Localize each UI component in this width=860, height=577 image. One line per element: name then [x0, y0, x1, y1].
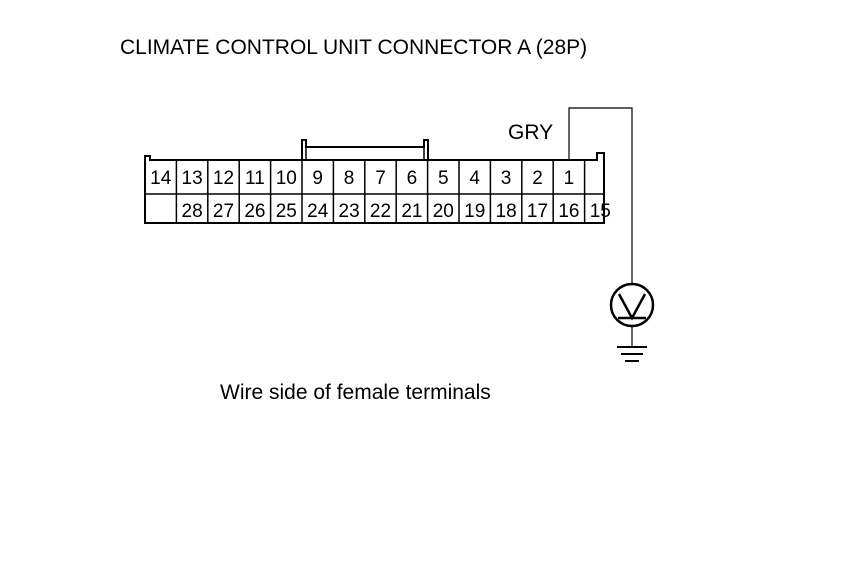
diagram-caption: Wire side of female terminals	[220, 381, 491, 404]
terminal-top-14: 14	[150, 168, 172, 189]
terminal-top-9: 9	[312, 168, 323, 189]
terminal-bottom-22: 22	[370, 201, 391, 222]
terminal-top-1: 1	[564, 168, 575, 189]
terminal-bottom-28: 28	[182, 201, 203, 222]
terminal-top-10: 10	[276, 168, 297, 189]
terminal-bottom-23: 23	[339, 201, 360, 222]
terminal-bottom-24: 24	[307, 201, 329, 222]
connector-bottom-row: 28 27 26 25 24 23 22 21 20 19 18 17 16 15	[175, 194, 611, 223]
terminal-bottom-21: 21	[401, 201, 422, 222]
voltmeter-icon	[609, 282, 655, 328]
terminal-bottom-16: 16	[558, 201, 579, 222]
terminal-top-12: 12	[213, 168, 234, 189]
terminal-top-11: 11	[245, 168, 265, 189]
terminal-top-8: 8	[344, 168, 355, 189]
terminal-bottom-18: 18	[496, 201, 517, 222]
ground-icon	[617, 346, 647, 362]
terminal-top-6: 6	[407, 168, 418, 189]
wire-color-label: GRY	[508, 121, 554, 144]
terminal-top-7: 7	[375, 168, 386, 189]
terminal-bottom-25: 25	[276, 201, 297, 222]
probe-wire	[568, 107, 633, 346]
diagram-title: CLIMATE CONTROL UNIT CONNECTOR A (28P)	[120, 36, 588, 59]
terminal-top-5: 5	[438, 168, 449, 189]
terminal-bottom-27: 27	[213, 201, 234, 222]
terminal-top-4: 4	[469, 168, 480, 189]
terminal-top-3: 3	[501, 168, 512, 189]
terminal-bottom-20: 20	[433, 201, 454, 222]
terminal-bottom-15: 15	[590, 201, 611, 222]
terminal-top-2: 2	[532, 168, 543, 189]
terminal-bottom-19: 19	[464, 201, 485, 222]
terminal-bottom-26: 26	[244, 201, 265, 222]
terminal-top-13: 13	[182, 168, 203, 189]
terminal-bottom-17: 17	[527, 201, 548, 222]
